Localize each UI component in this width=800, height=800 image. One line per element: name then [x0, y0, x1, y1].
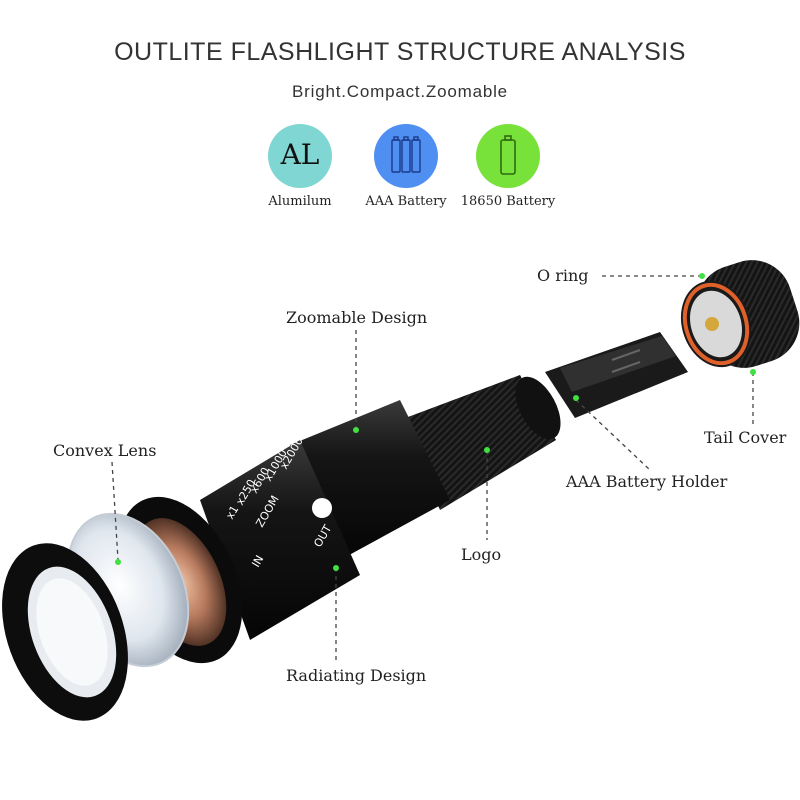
- callout-convex-lens: Convex Lens: [53, 441, 157, 460]
- leader-lines: [111, 275, 754, 662]
- flashlight-body: [2, 260, 800, 721]
- bezel-ring: [2, 543, 128, 721]
- 18650-battery-icon: [476, 124, 540, 188]
- callout-radiating-design: Radiating Design: [286, 666, 427, 685]
- page-subtitle: Bright.Compact.Zoomable: [292, 82, 508, 101]
- feature-aaa-battery: AAA Battery: [346, 124, 466, 209]
- grip-tube: [400, 375, 556, 510]
- tail-contact: [705, 317, 719, 331]
- lens-leader: [111, 461, 119, 561]
- callout-o-ring: O ring: [537, 266, 589, 285]
- zoomable-dot: [353, 427, 359, 433]
- page-title: OUTLITE FLASHLIGHT STRUCTURE ANALYSIS: [114, 38, 686, 66]
- feature-aluminum: AL Alumilum: [240, 124, 360, 209]
- scale-marking: x1: [223, 503, 241, 521]
- radiating-dot: [333, 565, 339, 571]
- tail-cover: [680, 260, 800, 368]
- feature-label: AAA Battery: [365, 194, 447, 209]
- logo-dot: [484, 447, 490, 453]
- feature-18650-battery: 18650 Battery: [448, 124, 568, 209]
- single-battery-icon: [500, 135, 516, 175]
- holder-leader: [575, 399, 651, 471]
- aluminum-badge-icon: AL: [268, 124, 332, 188]
- feature-label: Alumilum: [268, 194, 332, 209]
- battery-trio-icon: [391, 136, 421, 173]
- callout-zoomable-design: Zoomable Design: [286, 308, 428, 327]
- callout-aaa-battery-holder: AAA Battery Holder: [566, 472, 728, 491]
- o-ring: [682, 282, 750, 366]
- callout-tail-cover: Tail Cover: [704, 428, 787, 447]
- marker-dots: [115, 273, 756, 571]
- zoom-button: [312, 498, 332, 518]
- in-marking: IN: [249, 553, 266, 569]
- tail-dot: [750, 369, 756, 375]
- callout-logo: Logo: [461, 545, 502, 564]
- holder-dot: [573, 395, 579, 401]
- badge-text: AL: [280, 138, 320, 171]
- feature-label: 18650 Battery: [460, 194, 556, 209]
- o-ring-dot: [699, 273, 705, 279]
- lens-dot: [115, 559, 121, 565]
- aaa-battery-icon: [374, 124, 438, 188]
- battery-holder: [545, 332, 688, 418]
